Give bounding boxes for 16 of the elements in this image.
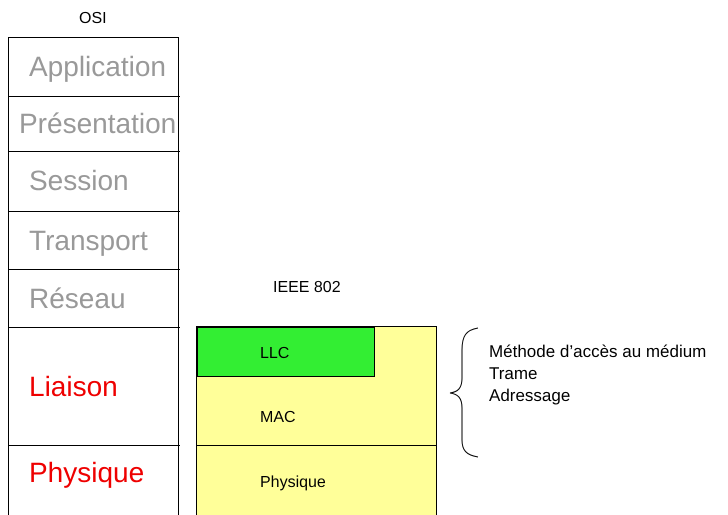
layer-name: Liaison xyxy=(29,372,118,403)
layer-name: Transport xyxy=(29,226,148,257)
layer-name: Application xyxy=(29,52,166,83)
layer-name: Réseau xyxy=(29,284,126,315)
sublayer-box xyxy=(197,327,375,377)
stack-heading: OSI xyxy=(79,10,107,28)
layer-name: MAC xyxy=(260,409,296,427)
note-text: Adressage xyxy=(489,387,570,406)
note-text: Méthode d’accès au médium xyxy=(489,343,706,362)
layer-name: Physique xyxy=(29,458,144,489)
layer-name: Présentation xyxy=(19,109,176,140)
stack-heading: IEEE 802 xyxy=(273,279,341,297)
note-text: Trame xyxy=(489,365,538,384)
layer-name: Physique xyxy=(260,474,326,492)
layer-name: Session xyxy=(29,166,129,197)
layer-name: LLC xyxy=(260,345,290,363)
